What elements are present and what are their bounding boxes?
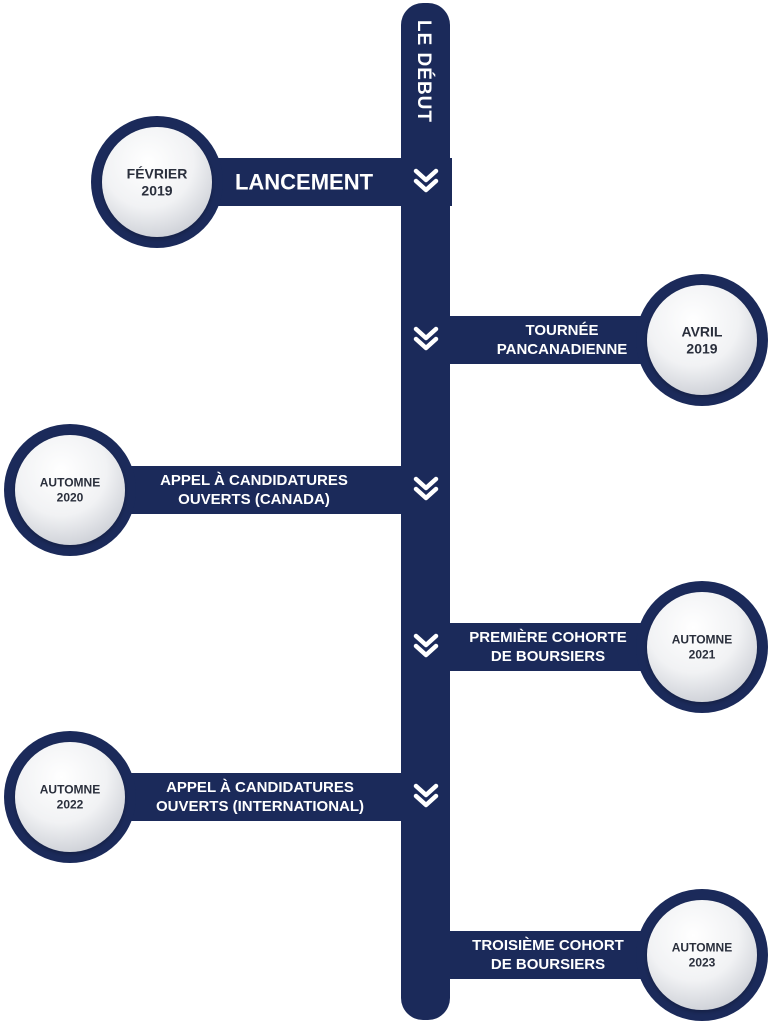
date-label-line-1: FÉVRIER <box>127 166 188 182</box>
chevron-double-down-icon <box>413 783 439 808</box>
event-label-line-2: OUVERTS (INTERNATIONAL) <box>156 798 364 815</box>
date-label-line-2: 2021 <box>689 648 716 662</box>
timeline-event-5: APPEL À CANDIDATURES OUVERTS (INTERNATION… <box>4 731 450 863</box>
date-disc <box>647 285 757 395</box>
event-label-line-1: LANCEMENT <box>235 170 374 195</box>
date-label-line-1: AUTOMNE <box>40 783 100 797</box>
date-label-line-1: AUTOMNE <box>40 476 100 490</box>
chevron-double-down-icon <box>413 168 439 193</box>
event-label-line-1: TROISIÈME COHORT <box>472 937 624 954</box>
timeline-event-3: APPEL À CANDIDATURES OUVERTS (CANADA) AUTO… <box>4 424 450 556</box>
event-label-line-1: APPEL À CANDIDATURES <box>160 472 348 489</box>
date-label-line-1: AVRIL <box>682 324 723 340</box>
date-label-line-2: 2023 <box>689 956 716 970</box>
event-label-line-2: DE BOURSIERS <box>491 648 605 665</box>
date-label-line-2: 2019 <box>141 183 172 199</box>
event-label-line-1: TOURNÉE <box>525 322 598 339</box>
date-label-line-2: 2019 <box>686 341 717 357</box>
date-label-line-2: 2020 <box>57 491 84 505</box>
date-label-line-1: AUTOMNE <box>672 633 732 647</box>
events-layer: LANCEMENTFÉVRIER2019TOURNÉEPANCANADIENNE… <box>4 116 768 1021</box>
event-label-line-1: APPEL À CANDIDATURES <box>166 779 354 796</box>
event-connector-bar <box>110 773 450 821</box>
date-label-line-2: 2022 <box>57 798 84 812</box>
event-label-line-2: DE BOURSIERS <box>491 956 605 973</box>
date-label-line-1: AUTOMNE <box>672 941 732 955</box>
chevron-double-down-icon <box>413 326 439 351</box>
date-disc <box>15 742 125 852</box>
date-disc <box>647 900 757 1010</box>
event-connector-bar <box>110 466 450 514</box>
date-disc <box>15 435 125 545</box>
chevron-double-down-icon <box>413 476 439 501</box>
event-label-line-2: OUVERTS (CANADA) <box>178 491 330 508</box>
date-disc <box>102 127 212 237</box>
start-label: LE DÉBUT <box>413 20 435 123</box>
event-label-line-1: PREMIÈRE COHORTE <box>469 629 627 646</box>
event-label-line-2: PANCANADIENNE <box>497 341 628 358</box>
event-connector-bar <box>210 158 452 206</box>
chevron-double-down-icon <box>413 633 439 658</box>
date-disc <box>647 592 757 702</box>
